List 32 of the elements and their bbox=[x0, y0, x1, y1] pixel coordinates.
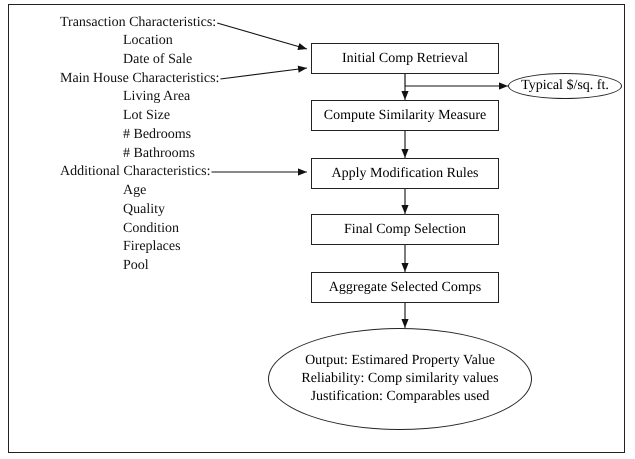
output-line: Typical $/sq. ft. bbox=[521, 77, 609, 95]
attribute-label: # Bedrooms bbox=[123, 127, 192, 143]
output-line: Justification: Comparables used bbox=[310, 388, 490, 406]
arrow bbox=[401, 245, 409, 272]
process-box: Compute Similarity Measure bbox=[311, 100, 499, 131]
arrow bbox=[211, 168, 307, 176]
attribute-label: Location bbox=[123, 33, 173, 49]
output-line: Output: Estimared Property Value bbox=[305, 352, 495, 370]
attribute-label: Pool bbox=[123, 258, 149, 274]
arrow bbox=[401, 131, 409, 158]
attribute-label: Fireplaces bbox=[123, 239, 181, 255]
arrow bbox=[401, 189, 409, 214]
attribute-label: Living Area bbox=[123, 89, 190, 105]
heading-text: Main House Characteristics: bbox=[60, 71, 220, 87]
arrow bbox=[217, 22, 308, 50]
output-line: Reliability: Comp similarity values bbox=[301, 370, 499, 388]
output-ellipse bbox=[508, 73, 622, 99]
arrow bbox=[404, 74, 508, 90]
process-box: Final Comp Selection bbox=[311, 214, 499, 245]
arrow bbox=[220, 66, 308, 80]
attribute-label: Date of Sale bbox=[123, 52, 192, 68]
attribute-label: Lot Size bbox=[123, 108, 170, 124]
attribute-label: Age bbox=[123, 183, 146, 199]
arrow bbox=[401, 303, 409, 328]
attribute-label: Condition bbox=[123, 221, 180, 237]
process-box: Apply Modification Rules bbox=[311, 158, 499, 189]
heading-text: Transaction Characteristics: bbox=[60, 15, 216, 31]
process-box: Initial Comp Retrieval bbox=[311, 43, 499, 74]
attribute-label: Quality bbox=[123, 202, 165, 218]
attribute-label: # Bathrooms bbox=[123, 146, 195, 162]
process-box: Aggregate Selected Comps bbox=[311, 272, 499, 303]
heading-text: Additional Characteristics: bbox=[60, 164, 210, 180]
